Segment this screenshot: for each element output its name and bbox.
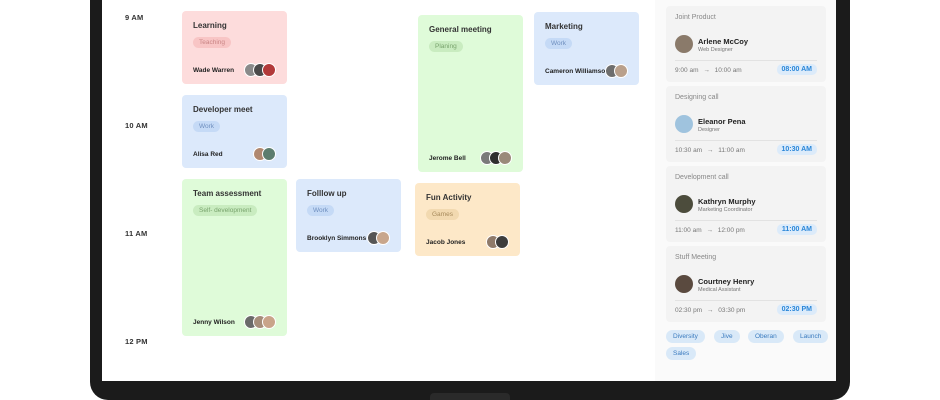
schedule-card-joint-product[interactable]: Joint Product Arlene McCoy Web Designer … (666, 6, 826, 82)
divider (675, 300, 817, 301)
schedule-time-range: 02:30 pm → 03:30 pm (675, 307, 745, 314)
schedule-panel: Joint Product Arlene McCoy Web Designer … (655, 0, 836, 381)
event-title: Marketing (545, 22, 583, 31)
start-time: 10:30 am (675, 147, 703, 154)
avatar (675, 195, 693, 213)
schedule-person-role: Designer (698, 127, 721, 133)
attendee-avatars (367, 231, 390, 245)
attendee-avatars (244, 63, 276, 77)
schedule-title: Designing call (675, 94, 719, 101)
time-label-10am: 10 AM (125, 121, 148, 130)
attendee-avatars (244, 315, 276, 329)
event-tag: Games (426, 209, 459, 220)
event-organizer: Cameron Williamson (545, 68, 610, 75)
avatar (262, 147, 276, 161)
event-title: General meeting (429, 25, 492, 34)
event-organizer: Jenny Wilson (193, 319, 235, 326)
avatar (376, 231, 390, 245)
tag-chip-oberan[interactable]: Oberan (748, 330, 784, 343)
schedule-person-role: Web Designer (698, 47, 733, 53)
time-label-9am: 9 AM (125, 13, 144, 22)
schedule-time-range: 9:00 am → 10:00 am (675, 67, 742, 74)
event-organizer: Alisa Red (193, 151, 223, 158)
attendee-avatars (480, 151, 512, 165)
event-card-learning[interactable]: Learning Teaching Wade Warren (182, 11, 287, 84)
arrow-icon: → (706, 307, 714, 314)
avatar (675, 115, 693, 133)
divider (675, 140, 817, 141)
schedule-card-designing-call[interactable]: Designing call Eleanor Pena Designer 10:… (666, 86, 826, 162)
event-tag: Planing (429, 41, 463, 52)
attendee-avatars (605, 64, 628, 78)
event-card-general-meeting[interactable]: General meeting Planing Jerome Bell (418, 15, 523, 172)
schedule-person-name: Arlene McCoy (698, 37, 749, 46)
avatar (262, 315, 276, 329)
event-card-developer-meet[interactable]: Developer meet Work Alisa Red (182, 95, 287, 168)
tag-chip-sales[interactable]: Sales (666, 347, 697, 360)
avatar (614, 64, 628, 78)
schedule-time-range: 10:30 am → 11:00 am (675, 147, 745, 154)
schedule-title: Stuff Meeting (675, 254, 717, 261)
event-tag: Self- development (193, 205, 258, 216)
event-card-follow-up[interactable]: Folllow up Work Brooklyn Simmons (296, 179, 401, 252)
event-card-team-assessment[interactable]: Team assessment Self- development Jenny … (182, 179, 287, 336)
calendar-screen: 9 AM 10 AM 11 AM 12 PM Learning Teaching… (102, 0, 836, 381)
time-badge: 08:00 AM (776, 64, 817, 75)
event-organizer: Jacob Jones (426, 239, 466, 246)
start-time: 11:00 am (675, 227, 702, 234)
divider (675, 220, 817, 221)
time-label-12pm: 12 PM (125, 337, 148, 346)
arrow-icon: → (706, 227, 713, 234)
event-title: Learning (193, 21, 227, 30)
divider (675, 60, 817, 61)
start-time: 9:00 am (675, 67, 699, 74)
end-time: 03:30 pm (718, 307, 746, 314)
avatar (495, 235, 509, 249)
schedule-person-role: Marketing Coordinator (698, 207, 753, 213)
avatar (675, 35, 693, 53)
schedule-card-stuff-meeting[interactable]: Stuff Meeting Courtney Henry Medical Ass… (666, 246, 826, 322)
avatar (498, 151, 512, 165)
schedule-time-range: 11:00 am → 12:00 pm (675, 227, 745, 234)
event-title: Fun Activity (426, 193, 472, 202)
time-badge: 10:30 AM (776, 144, 817, 155)
event-card-marketing[interactable]: Marketing Work Cameron Williamson (534, 12, 639, 85)
event-title: Developer meet (193, 105, 253, 114)
schedule-person-name: Courtney Henry (698, 277, 755, 286)
schedule-person-role: Medical Assistant (698, 287, 741, 293)
device-stand (430, 393, 510, 400)
event-organizer: Wade Warren (193, 67, 235, 74)
end-time: 12:00 pm (717, 227, 745, 234)
schedule-card-development-call[interactable]: Development call Kathryn Murphy Marketin… (666, 166, 826, 242)
event-title: Folllow up (307, 189, 347, 198)
avatar (675, 275, 693, 293)
end-time: 10:00 am (714, 67, 742, 74)
event-organizer: Brooklyn Simmons (307, 235, 367, 242)
event-tag: Teaching (193, 37, 232, 48)
event-organizer: Jerome Bell (429, 155, 466, 162)
avatar (262, 63, 276, 77)
arrow-icon: → (706, 147, 714, 154)
start-time: 02:30 pm (675, 307, 703, 314)
schedule-person-name: Kathryn Murphy (698, 197, 756, 206)
time-label-11am: 11 AM (125, 229, 148, 238)
tag-chip-launch[interactable]: Launch (793, 330, 829, 343)
time-badge: 11:00 AM (776, 224, 817, 235)
tag-chip-diversity[interactable]: Diversity (666, 330, 705, 343)
tag-chip-jive[interactable]: Jive (714, 330, 740, 343)
schedule-title: Development call (675, 174, 729, 181)
end-time: 11:00 am (718, 147, 745, 154)
arrow-icon: → (703, 67, 710, 74)
event-card-fun-activity[interactable]: Fun Activity Games Jacob Jones (415, 183, 520, 256)
event-tag: Work (545, 38, 573, 49)
attendee-avatars (253, 147, 276, 161)
event-tag: Work (193, 121, 221, 132)
time-badge: 02:30 PM (776, 304, 817, 315)
attendee-avatars (486, 235, 509, 249)
event-tag: Work (307, 205, 335, 216)
schedule-title: Joint Product (675, 14, 716, 21)
event-title: Team assessment (193, 189, 262, 198)
schedule-person-name: Eleanor Pena (698, 117, 746, 126)
